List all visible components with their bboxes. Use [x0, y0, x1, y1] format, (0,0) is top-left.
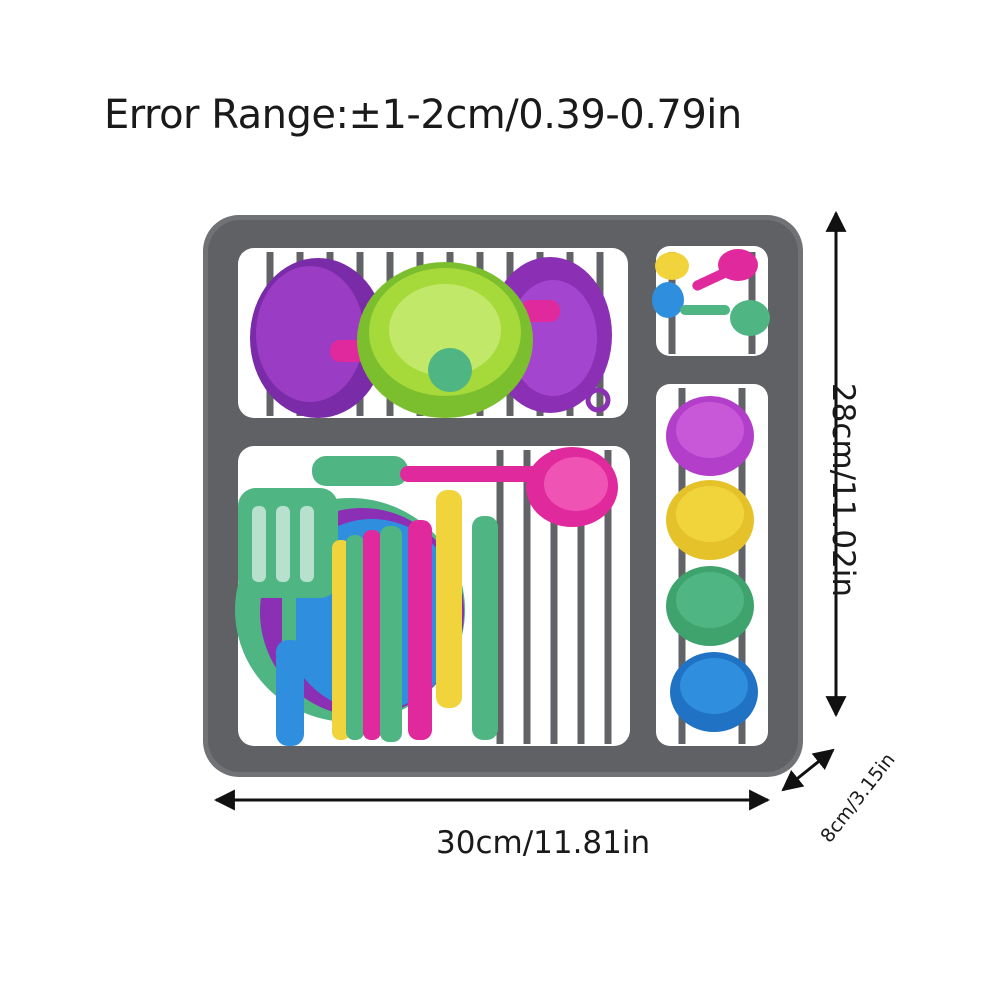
forks	[332, 526, 402, 742]
dimension-arrows	[213, 210, 847, 811]
cups	[666, 396, 758, 732]
lime-pot-with-lid	[330, 262, 560, 418]
green-spatula	[238, 488, 338, 746]
measuring-spoons	[652, 249, 770, 336]
width-label: 30cm/11.81in	[436, 825, 651, 861]
error-range-label: Error Range:±1-2cm/0.39-0.79in	[104, 92, 742, 138]
knives	[408, 490, 498, 740]
purple-plate	[250, 258, 386, 418]
height-label: 28cm/11.02in	[825, 382, 861, 598]
magenta-ladle	[312, 447, 618, 527]
